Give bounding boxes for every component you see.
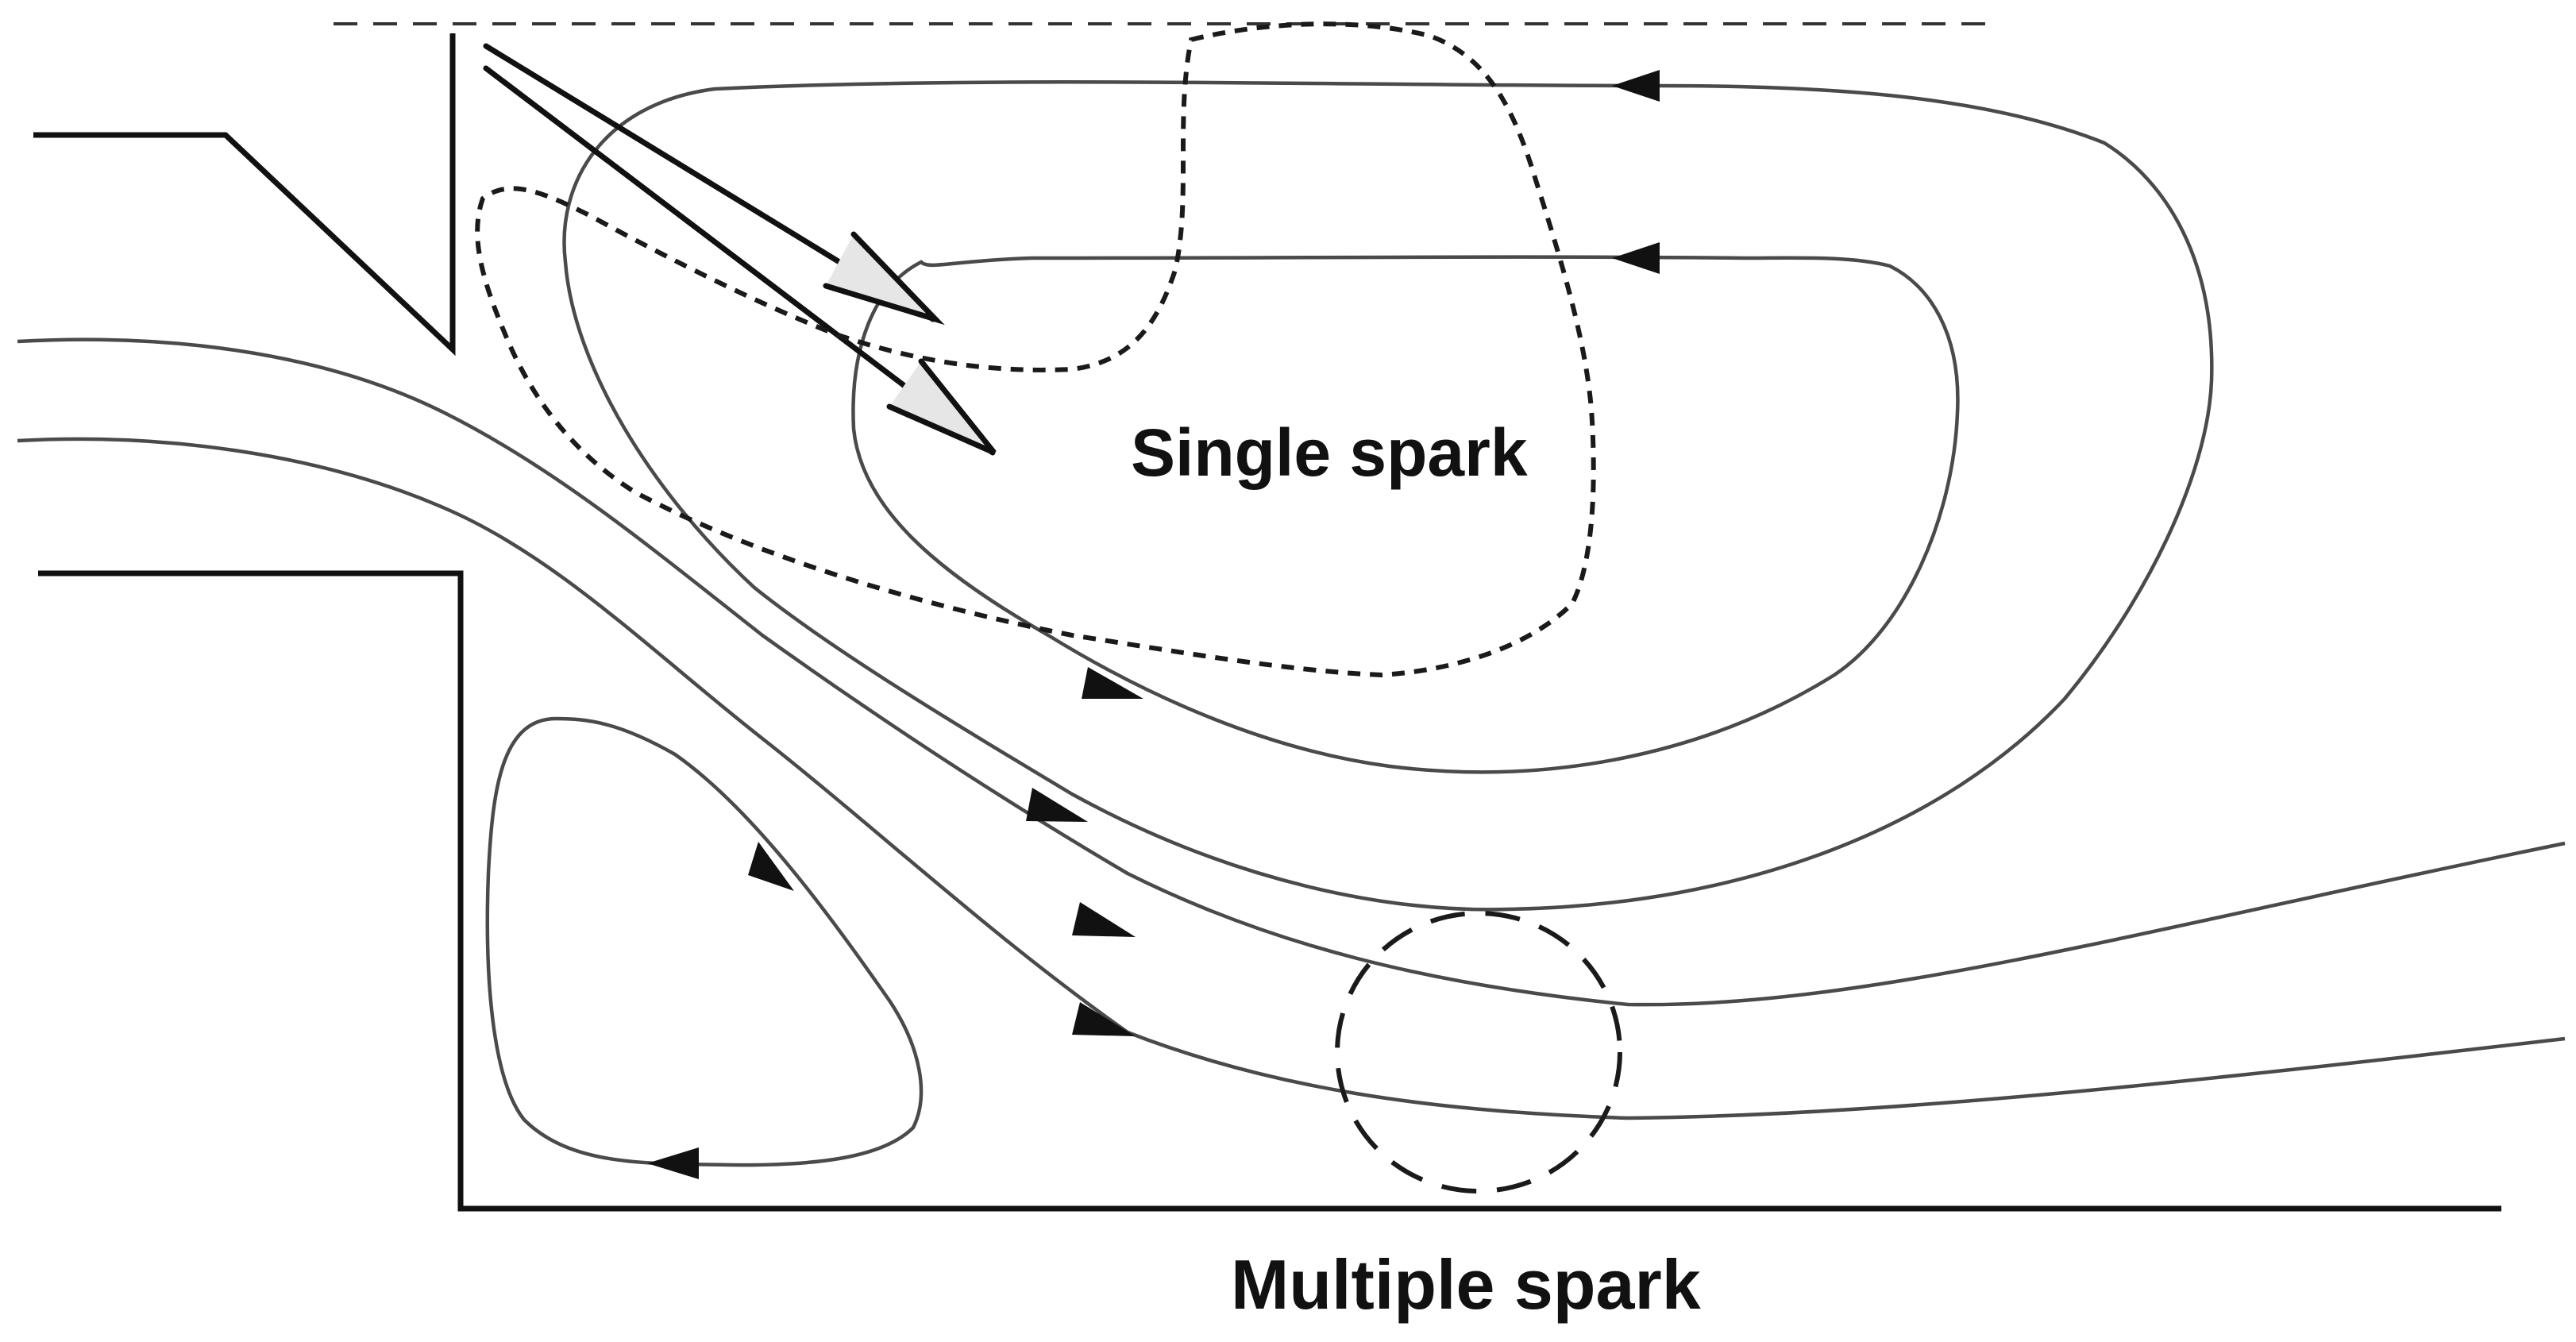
corner-recirculation-vortex	[485, 716, 924, 1167]
outer-recirculation-loop	[562, 79, 2214, 912]
lower-wall	[38, 570, 2501, 1212]
single-spark-region	[475, 21, 1596, 678]
arrowhead-inner-descending	[1082, 667, 1143, 699]
arrowhead-vortex-left	[647, 1147, 699, 1179]
arrowhead-top-loop-1	[1612, 70, 1660, 102]
injection-arrows	[483, 43, 997, 456]
multiple-spark-region	[1335, 911, 1622, 1194]
injection-arrow-upper-head	[823, 231, 945, 326]
inner-recirculation-loop	[851, 255, 1960, 774]
arrowhead-vortex-down	[748, 842, 794, 891]
arrowhead-outer-descending	[1026, 788, 1088, 822]
injection-arrow-lower-head	[886, 358, 997, 456]
flow-arrowheads	[647, 70, 1660, 1179]
arrowhead-lower-stream	[1072, 1002, 1136, 1036]
arrowhead-top-loop-2	[1612, 242, 1660, 274]
main-streamline-upper	[17, 337, 2566, 1007]
arrowhead-upper-stream	[1072, 902, 1136, 937]
multiple-spark-label: Multiple spark	[1231, 1245, 1701, 1324]
upper-wall	[33, 33, 456, 357]
main-streamline-lower	[17, 437, 2566, 1120]
single-spark-label: Single spark	[1131, 415, 1528, 490]
